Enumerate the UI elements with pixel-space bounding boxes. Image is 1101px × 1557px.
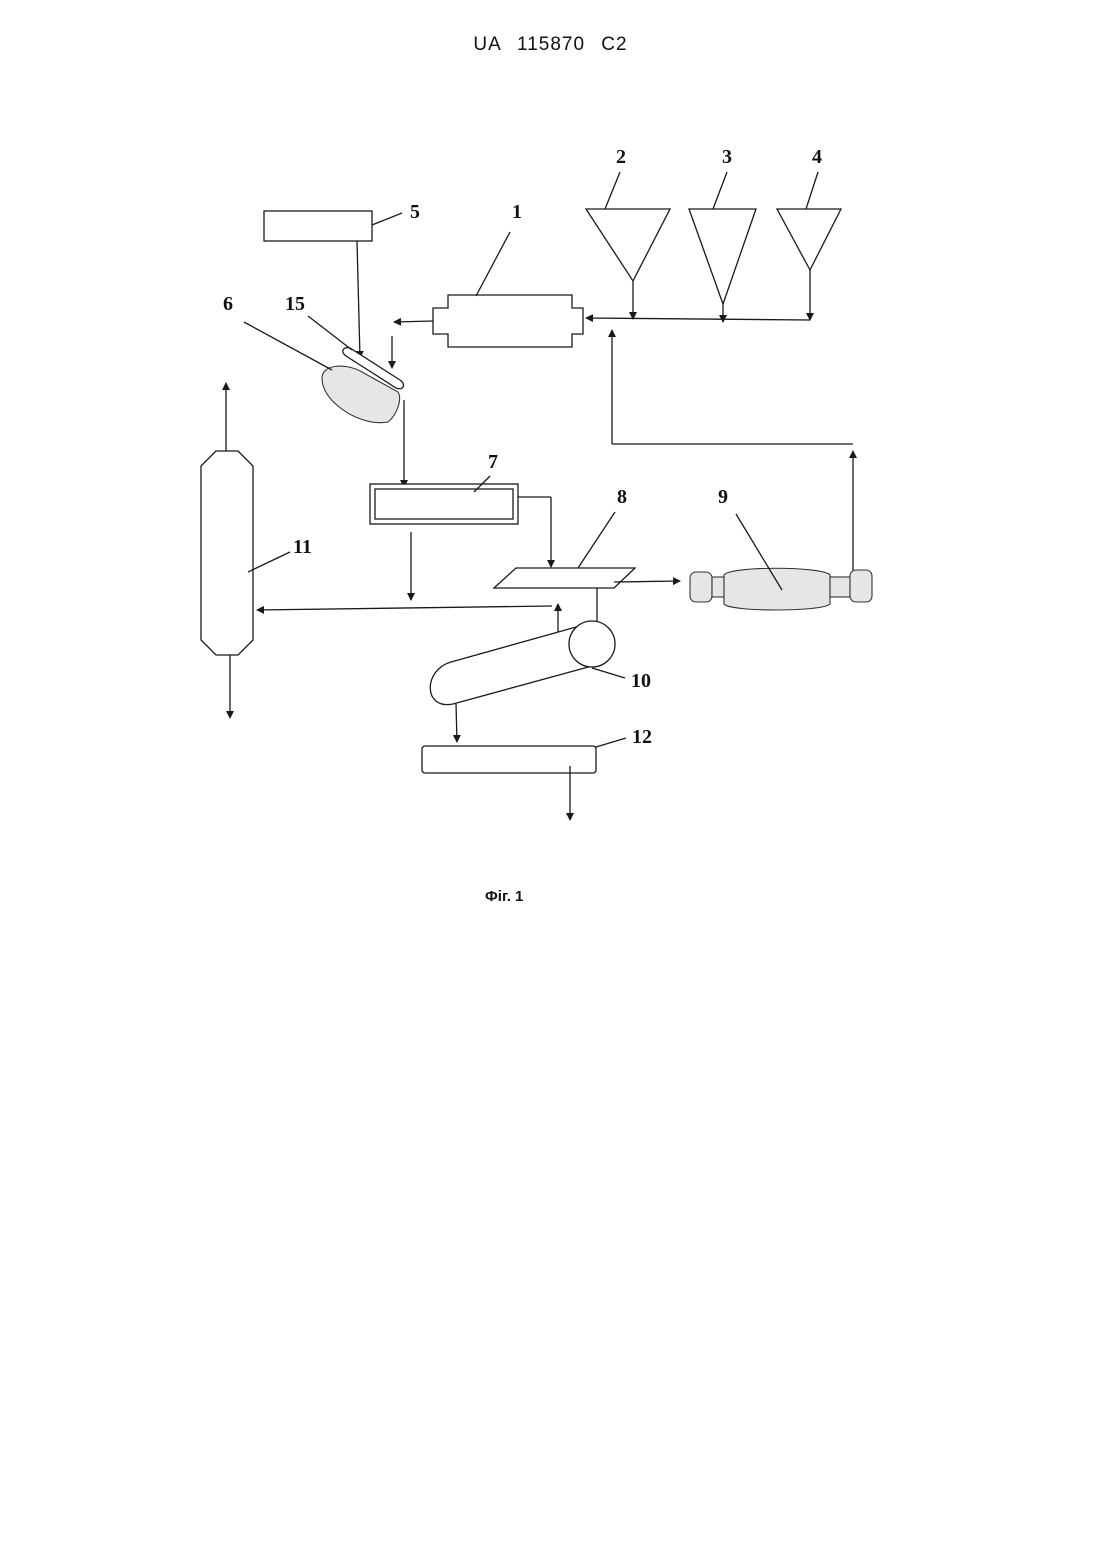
leader-15 <box>308 316 352 350</box>
unit-9-right-cap <box>850 570 872 602</box>
label-2: 2 <box>616 146 626 168</box>
figure-caption: Фіг. 1 <box>485 888 523 905</box>
label-15: 15 <box>285 293 305 315</box>
label-1: 1 <box>512 201 522 223</box>
leader-12 <box>596 738 626 747</box>
hopper-4 <box>777 209 841 270</box>
hopper-2 <box>586 209 670 281</box>
label-11: 11 <box>293 536 312 558</box>
leader-11 <box>248 552 290 572</box>
unit-10-conveyor <box>430 622 594 705</box>
feed-line-to-11 <box>257 606 552 610</box>
label-5: 5 <box>410 201 420 223</box>
label-12: 12 <box>632 726 652 748</box>
label-4: 4 <box>812 146 822 168</box>
label-3: 3 <box>722 146 732 168</box>
leader-8 <box>578 512 615 568</box>
unit-9-drum <box>724 568 830 610</box>
unit-11-column <box>201 451 253 655</box>
feed-header-line <box>586 318 810 320</box>
leader-5 <box>372 213 402 225</box>
arrow-5-to-15 <box>357 241 360 358</box>
label-10: 10 <box>631 670 651 692</box>
leader-10 <box>592 668 625 678</box>
label-8: 8 <box>617 486 627 508</box>
label-7: 7 <box>488 451 498 473</box>
unit-10-drum <box>569 621 615 667</box>
hopper-3 <box>689 209 756 304</box>
arrow-1-outlet <box>394 321 433 322</box>
leader-2 <box>605 172 620 209</box>
unit-1-reactor <box>433 295 583 347</box>
leader-4 <box>806 172 818 209</box>
unit-9-right-neck <box>830 577 850 597</box>
label-9: 9 <box>718 486 728 508</box>
leader-3 <box>713 172 727 209</box>
label-6: 6 <box>223 293 233 315</box>
arrow-8-to-9 <box>614 581 680 582</box>
arrow-10-to-12 <box>456 704 457 742</box>
unit-8-plate <box>494 568 635 588</box>
leader-1 <box>476 232 510 296</box>
unit-7-inner <box>375 489 513 519</box>
unit-9-left-cap <box>690 572 712 602</box>
unit-5-box <box>264 211 372 241</box>
leader-6 <box>244 322 332 370</box>
unit-9-left-neck <box>712 577 724 597</box>
